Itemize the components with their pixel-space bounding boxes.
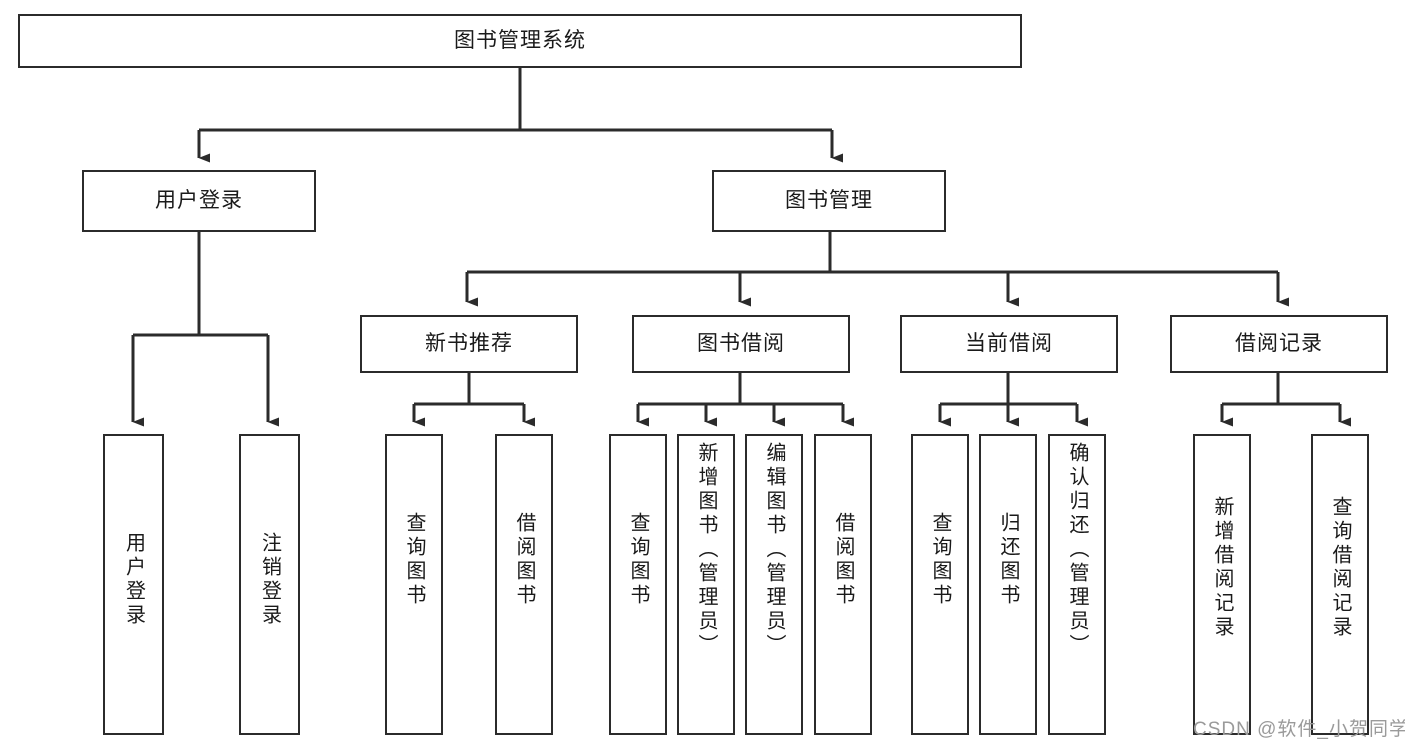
node-leaf-user-login[interactable]: 用户登录 bbox=[103, 434, 164, 735]
node-leaf-user-login-label: 用户登录 bbox=[122, 532, 145, 628]
node-current-borrow-label: 当前借阅 bbox=[965, 331, 1053, 355]
node-book-borrow[interactable]: 图书借阅 bbox=[632, 315, 850, 373]
node-leaf-borrow-book-2[interactable]: 借阅图书 bbox=[814, 434, 872, 735]
node-user-login[interactable]: 用户登录 bbox=[82, 170, 316, 232]
csdn-watermark: CSDN @软件_小贺同学 bbox=[1193, 719, 1405, 740]
node-leaf-edit-book[interactable]: 编辑图书（管理员） bbox=[745, 434, 803, 735]
node-leaf-add-record-label: 新增借阅记录 bbox=[1211, 496, 1233, 640]
node-leaf-query-book-2-label: 查询图书 bbox=[627, 512, 649, 608]
node-leaf-borrow-book-2-label: 借阅图书 bbox=[832, 512, 854, 608]
node-current-borrow[interactable]: 当前借阅 bbox=[900, 315, 1118, 373]
node-leaf-query-book-1[interactable]: 查询图书 bbox=[385, 434, 443, 735]
node-leaf-borrow-book-1[interactable]: 借阅图书 bbox=[495, 434, 553, 735]
node-leaf-query-book-3-label: 查询图书 bbox=[929, 512, 951, 608]
node-leaf-borrow-book-1-label: 借阅图书 bbox=[513, 512, 535, 608]
node-leaf-query-book-2[interactable]: 查询图书 bbox=[609, 434, 667, 735]
node-borrow-record[interactable]: 借阅记录 bbox=[1170, 315, 1388, 373]
node-leaf-user-logout-label: 注销登录 bbox=[258, 532, 281, 628]
node-leaf-query-book-1-label: 查询图书 bbox=[403, 512, 425, 608]
node-new-book-rec-label: 新书推荐 bbox=[425, 331, 513, 355]
node-book-borrow-label: 图书借阅 bbox=[697, 331, 785, 355]
node-leaf-add-record[interactable]: 新增借阅记录 bbox=[1193, 434, 1251, 735]
node-leaf-add-book[interactable]: 新增图书（管理员） bbox=[677, 434, 735, 735]
node-leaf-return-book-label: 归还图书 bbox=[997, 512, 1019, 608]
node-book-manage-label: 图书管理 bbox=[785, 188, 873, 212]
node-user-login-label: 用户登录 bbox=[155, 188, 243, 212]
node-borrow-record-label: 借阅记录 bbox=[1235, 331, 1323, 355]
node-root-label: 图书管理系统 bbox=[454, 28, 586, 52]
node-leaf-confirm-return-label: 确认归还（管理员） bbox=[1066, 442, 1088, 658]
node-leaf-return-book[interactable]: 归还图书 bbox=[979, 434, 1037, 735]
node-leaf-confirm-return[interactable]: 确认归还（管理员） bbox=[1048, 434, 1106, 735]
node-leaf-edit-book-label: 编辑图书（管理员） bbox=[763, 442, 785, 658]
node-leaf-query-record-label: 查询借阅记录 bbox=[1329, 496, 1351, 640]
node-leaf-query-book-3[interactable]: 查询图书 bbox=[911, 434, 969, 735]
node-new-book-rec[interactable]: 新书推荐 bbox=[360, 315, 578, 373]
node-leaf-user-logout[interactable]: 注销登录 bbox=[239, 434, 300, 735]
node-leaf-add-book-label: 新增图书（管理员） bbox=[695, 442, 717, 658]
node-book-manage[interactable]: 图书管理 bbox=[712, 170, 946, 232]
node-leaf-query-record[interactable]: 查询借阅记录 bbox=[1311, 434, 1369, 735]
node-root[interactable]: 图书管理系统 bbox=[18, 14, 1022, 68]
